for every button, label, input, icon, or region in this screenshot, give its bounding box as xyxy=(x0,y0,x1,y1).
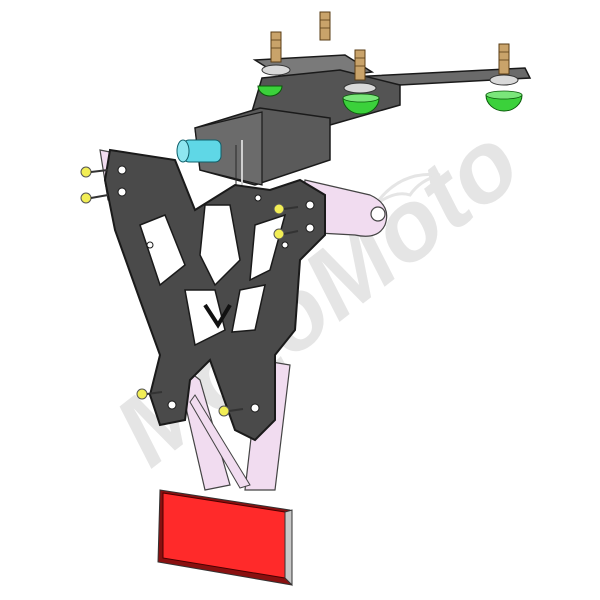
watermark-swoosh-icon xyxy=(373,172,441,207)
screw-icon xyxy=(80,166,109,178)
bolts xyxy=(261,11,519,94)
upper-bracket xyxy=(194,54,532,188)
bolt-icon xyxy=(319,11,331,41)
rubber-bumper-icon xyxy=(257,85,283,97)
spacer-icon xyxy=(176,139,222,163)
rubber-bumpers xyxy=(257,85,523,115)
screw-icon xyxy=(218,405,244,417)
bolt-icon xyxy=(270,31,282,63)
rubber-bumper-icon xyxy=(485,94,523,112)
screws xyxy=(80,166,299,417)
bolt-icon xyxy=(498,43,510,75)
screw-icon xyxy=(80,192,109,204)
screw-icon xyxy=(273,228,299,240)
plate-holder xyxy=(103,148,326,442)
screw-icon xyxy=(273,203,299,215)
reflector-icon xyxy=(157,489,293,587)
rubber-bumper-icon xyxy=(342,97,380,115)
screw-icon xyxy=(136,388,163,400)
bolt-icon xyxy=(354,49,366,81)
